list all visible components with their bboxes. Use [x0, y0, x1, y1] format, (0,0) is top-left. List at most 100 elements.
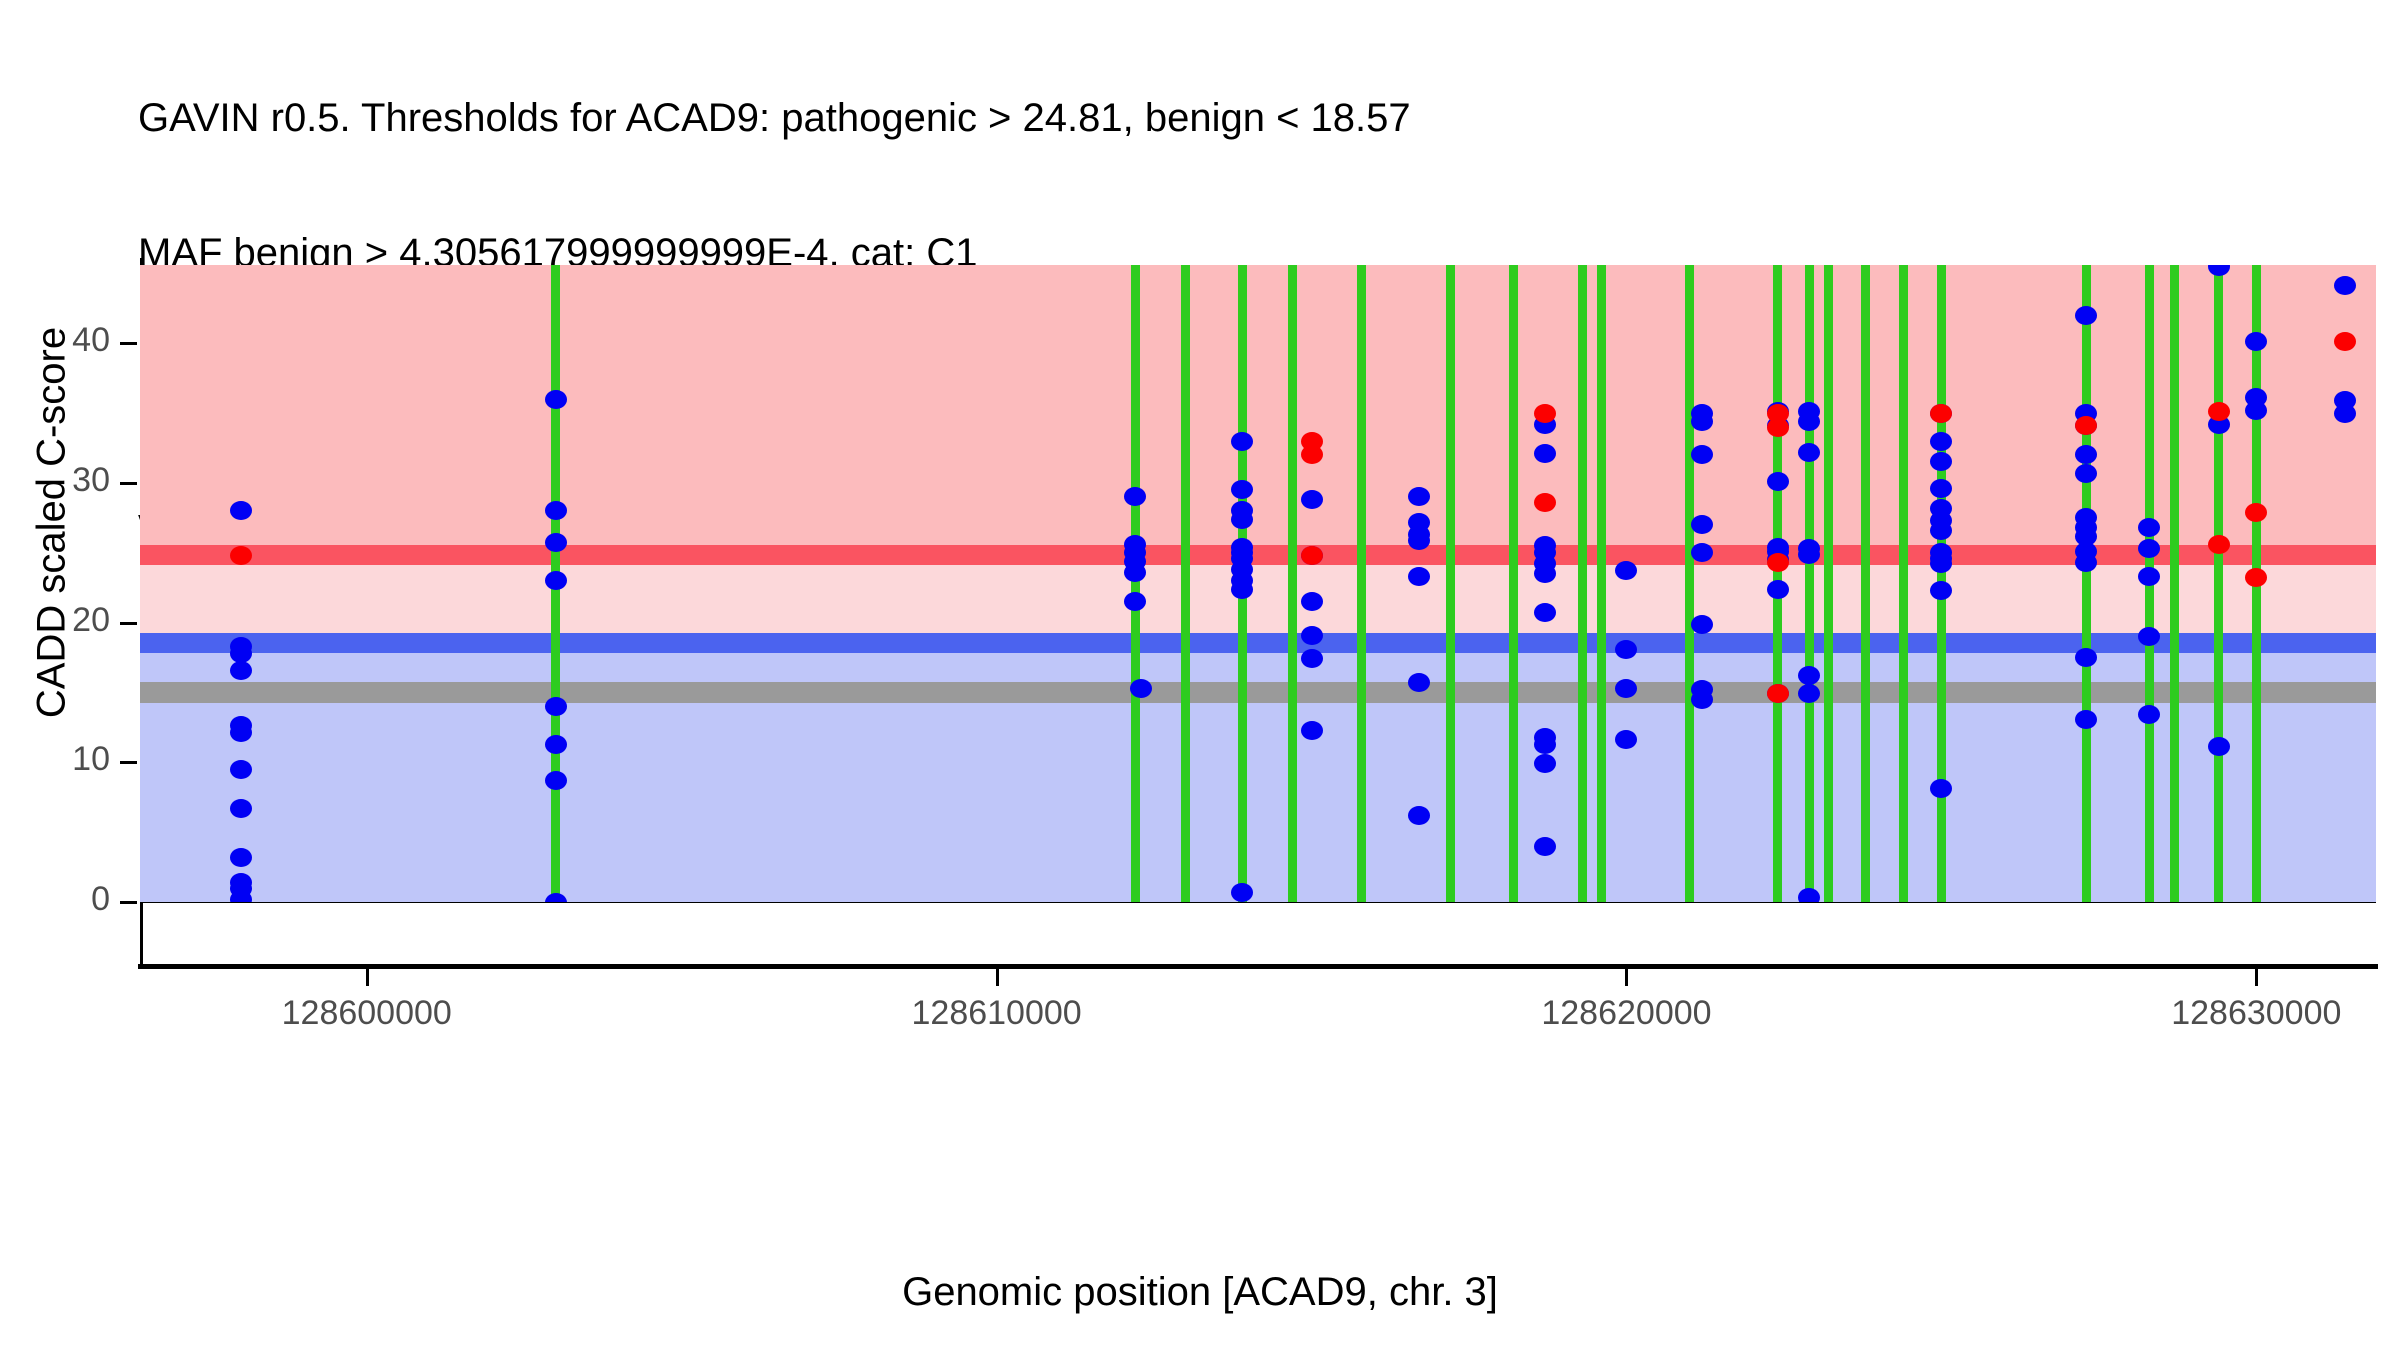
gnomad-point — [1533, 444, 1556, 464]
y-axis-tick-label: 10 — [72, 740, 110, 779]
gnomad-point — [1930, 431, 1953, 451]
gnomad-point — [2138, 705, 2161, 725]
gnomad-point — [1691, 543, 1714, 563]
gnomad-point — [229, 660, 252, 680]
pathogenic-region — [140, 265, 2376, 546]
y-axis-tick-label: 30 — [72, 460, 110, 499]
gnomad-point — [1766, 579, 1789, 599]
gnomad-point — [544, 892, 567, 902]
gnomad-point — [1533, 836, 1556, 856]
gnomad-point — [1130, 678, 1153, 698]
gnomad-point — [1615, 678, 1638, 698]
gnomad-point — [2138, 567, 2161, 586]
gnomad-point — [1231, 480, 1254, 500]
gnomad-point — [2075, 445, 2098, 465]
benign-threshold-line — [140, 632, 2376, 653]
gnomad-point — [229, 847, 252, 867]
gnomad-point — [1691, 614, 1714, 634]
gnomad-point — [1300, 720, 1323, 740]
gnomad-point — [1930, 580, 1953, 600]
gnomad-point — [1231, 882, 1254, 902]
gnomad-point — [2207, 265, 2230, 276]
clinvar-point — [1533, 403, 1556, 423]
plot-panel — [140, 265, 2376, 902]
exon-line — [1804, 265, 1814, 902]
x-axis-tick-label: 128610000 — [911, 994, 1082, 1032]
gnomad-point — [229, 501, 252, 521]
gnomad-point — [1407, 805, 1430, 825]
gnomad-point — [1407, 530, 1430, 550]
gnomad-point — [2207, 737, 2230, 757]
x-axis-tick-label: 128620000 — [1541, 994, 1712, 1032]
gnomad-point — [1798, 684, 1821, 704]
plot-area — [140, 265, 2376, 902]
clinvar-point — [2245, 568, 2268, 588]
exon-line — [1130, 265, 1140, 902]
gnomad-point — [1533, 603, 1556, 623]
gnomad-point — [1231, 579, 1254, 599]
clinvar-point — [1766, 684, 1789, 704]
gnomad-point — [1407, 487, 1430, 507]
gnomad-point — [1231, 431, 1254, 451]
gnomad-point — [1798, 544, 1821, 564]
gnomad-point — [2245, 332, 2268, 352]
exon-line — [1899, 265, 1909, 902]
clinvar-point — [2207, 402, 2230, 422]
x-axis-tick — [2255, 969, 2259, 986]
clinvar-point — [1930, 403, 1953, 423]
gnomad-point — [2333, 403, 2356, 423]
exon-line — [1445, 265, 1455, 902]
gnomad-point — [1533, 564, 1556, 584]
exon-line — [1357, 265, 1367, 902]
gnomad-point — [1798, 442, 1821, 462]
gnomad-point — [2075, 463, 2098, 483]
clinvar-point — [1300, 445, 1323, 465]
gnomad-point — [1766, 472, 1789, 492]
gnomad-point — [1798, 411, 1821, 431]
gnomad-point — [1615, 730, 1638, 750]
x-axis-baseline — [140, 901, 2376, 903]
y-axis-tick — [120, 761, 137, 765]
exon-line — [1861, 265, 1871, 902]
exon-line — [2214, 265, 2224, 902]
gnomad-point — [1615, 639, 1638, 659]
x-axis-title: Genomic position [ACAD9, chr. 3] — [902, 1270, 1498, 1314]
exon-line — [2081, 265, 2091, 902]
gnomad-point — [1691, 689, 1714, 709]
gnomad-point — [1300, 592, 1323, 612]
gnomad-point — [544, 533, 567, 553]
exon-line — [1181, 265, 1191, 902]
gnomad-point — [544, 571, 567, 591]
gnomad-point — [1930, 779, 1953, 799]
clinvar-point — [1533, 492, 1556, 512]
x-axis-line — [138, 964, 2378, 969]
gnomad-point — [544, 770, 567, 790]
exon-line — [1577, 265, 1587, 902]
gnomad-point — [1407, 567, 1430, 586]
gnomad-point — [2245, 400, 2268, 420]
gnomad-point — [229, 723, 252, 743]
gnomad-point — [2138, 518, 2161, 538]
x-axis-tick — [1625, 969, 1629, 986]
x-axis-tick-label: 128600000 — [281, 994, 452, 1032]
gnomad-point — [2075, 709, 2098, 729]
gnomad-point — [1533, 754, 1556, 774]
gnomad-point — [2138, 627, 2161, 647]
clinvar-point — [2245, 502, 2268, 522]
gnomad-point — [229, 643, 252, 663]
y-axis-tick-label: 0 — [91, 880, 110, 918]
exon-line — [1684, 265, 1694, 902]
y-axis-tick — [120, 901, 137, 904]
x-axis-tick-label: 128630000 — [2171, 994, 2342, 1032]
gnomad-point — [544, 501, 567, 521]
gnomad-point — [1300, 625, 1323, 645]
y-axis-tick — [120, 342, 137, 346]
gnomad-point — [2075, 553, 2098, 573]
clinvar-point — [229, 546, 252, 566]
exon-line — [1823, 265, 1833, 902]
pathogenic-threshold-line — [140, 545, 2376, 566]
exon-line — [1288, 265, 1298, 902]
gnomad-point — [1930, 479, 1953, 498]
gnomad-point — [229, 889, 252, 902]
